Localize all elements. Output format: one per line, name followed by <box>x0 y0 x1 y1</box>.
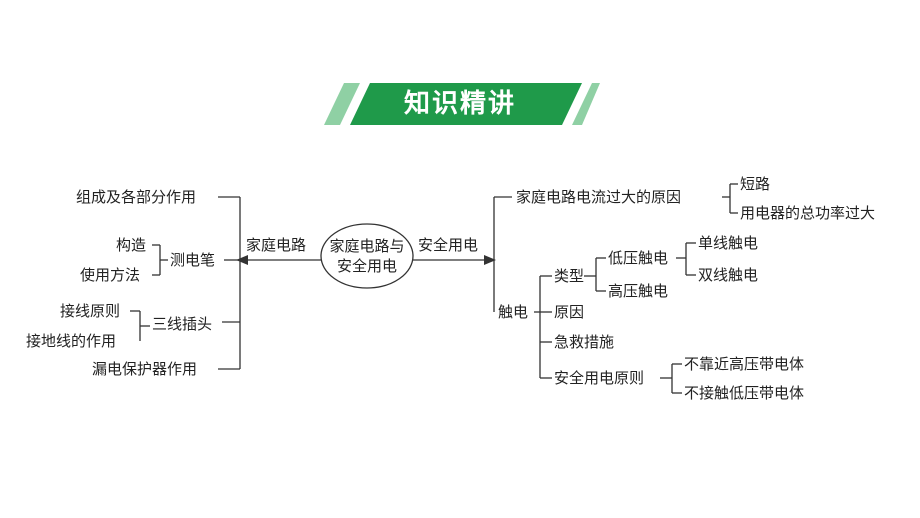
node-tester-structure: 构造 <box>116 236 147 254</box>
node-tester-usage: 使用方法 <box>80 266 141 284</box>
node-causes: 原因 <box>554 303 585 321</box>
node-low-voltage: 低压触电 <box>608 249 669 267</box>
node-overcurrent: 家庭电路电流过大的原因 <box>516 188 682 206</box>
right-branch-label: 安全用电 <box>418 236 479 254</box>
node-principles: 安全用电原则 <box>554 369 645 387</box>
node-plug-ground: 接地线的作用 <box>26 332 117 350</box>
node-overload: 用电器的总功率过大 <box>740 204 876 222</box>
left-arrow-head <box>236 255 248 265</box>
node-principle-2: 不接触低压带电体 <box>684 384 805 402</box>
banner-shape <box>324 83 600 125</box>
node-plug: 三线插头 <box>152 315 213 333</box>
node-short-circuit: 短路 <box>740 175 771 193</box>
node-plug-wiring: 接线原则 <box>60 302 121 320</box>
node-principle-1: 不靠近高压带电体 <box>684 355 805 373</box>
node-types: 类型 <box>554 267 585 285</box>
right-arrow-head <box>484 255 496 265</box>
center-title-line2: 安全用电 <box>336 257 397 275</box>
node-shock: 触电 <box>498 303 529 321</box>
banner-title: 知识精讲 <box>403 89 516 119</box>
node-single-wire: 单线触电 <box>698 234 759 252</box>
center-ellipse <box>320 223 414 289</box>
section-banner: 知识精讲 <box>320 83 600 125</box>
node-high-voltage: 高压触电 <box>608 282 669 300</box>
node-first-aid: 急救措施 <box>554 333 615 351</box>
left-branch-label: 家庭电路 <box>246 236 307 254</box>
node-double-wire: 双线触电 <box>698 266 759 284</box>
center-title-line1: 家庭电路与 <box>329 237 405 255</box>
node-tester: 测电笔 <box>170 251 216 269</box>
node-leakage: 漏电保护器作用 <box>92 360 198 378</box>
node-components: 组成及各部分作用 <box>76 188 197 206</box>
